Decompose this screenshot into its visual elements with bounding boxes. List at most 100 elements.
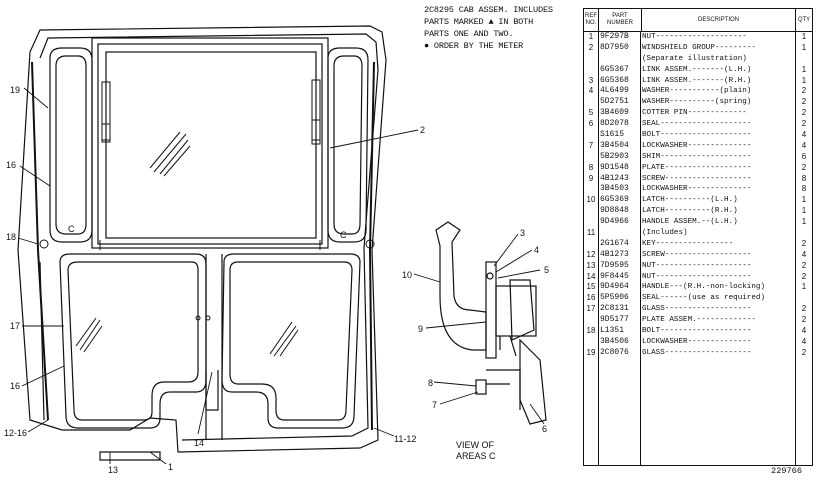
description-cell: SCREW------------------- bbox=[642, 174, 752, 183]
ref-no-cell bbox=[584, 97, 598, 108]
callout-16-lower: 16 bbox=[10, 381, 20, 391]
part-number-cell: 2C8076 bbox=[600, 347, 629, 357]
part-number-cell: 4B1243 bbox=[600, 173, 629, 183]
callout-c-right: C bbox=[340, 230, 347, 240]
table-row: 11 (Includes) bbox=[584, 228, 812, 239]
leader-lines bbox=[17, 87, 419, 465]
qty-cell: 1 bbox=[801, 75, 807, 85]
callout-c-left: C bbox=[68, 224, 75, 234]
ref-no-cell: 18 bbox=[586, 326, 596, 336]
qty-cell: 1 bbox=[801, 64, 807, 74]
description-cell: BOLT-------------------- bbox=[642, 327, 752, 336]
qty-cell: 1 bbox=[801, 32, 807, 41]
part-number-cell: 9D4964 bbox=[600, 282, 629, 292]
column-divider bbox=[640, 31, 641, 465]
description-cell: SCREW------------------- bbox=[642, 250, 752, 259]
document-number: 229766 bbox=[771, 466, 802, 476]
qty-cell: 1 bbox=[801, 206, 807, 216]
part-number-cell: 8D2078 bbox=[600, 119, 629, 129]
qty-cell: 2 bbox=[801, 271, 807, 281]
part-number-cell: 6G5367 bbox=[600, 64, 629, 74]
ref-no-cell: 5 bbox=[588, 108, 594, 118]
part-number-cell: 4B1273 bbox=[600, 249, 629, 259]
qty-cell: 2 bbox=[801, 119, 807, 129]
qty-cell: 2 bbox=[801, 315, 807, 325]
qty-cell: 2 bbox=[801, 347, 807, 357]
qty-cell: 4 bbox=[801, 336, 807, 346]
description-cell: GLASS------------------- bbox=[642, 305, 752, 314]
part-number-cell: 3B4504 bbox=[600, 140, 629, 150]
ref-no-cell: 19 bbox=[586, 347, 596, 357]
hinge-details bbox=[39, 79, 375, 321]
note-line: ● ORDER BY THE METER bbox=[424, 41, 524, 51]
description-cell: LOCKWASHER-------------- bbox=[642, 337, 752, 346]
part-number-cell: 5D2751 bbox=[600, 97, 629, 107]
part-number-cell: 8D7950 bbox=[600, 42, 629, 52]
ref-no-cell bbox=[584, 239, 598, 250]
qty-cell: 2 bbox=[801, 238, 807, 248]
part-number-cell: 9F297B bbox=[600, 32, 629, 41]
detail-view-c bbox=[435, 221, 547, 425]
qty-cell: 4 bbox=[801, 130, 807, 140]
description-cell: HANDLE ASSEM.--(L.H.) bbox=[642, 218, 738, 227]
ref-no-cell: 14 bbox=[586, 271, 596, 281]
qty-cell bbox=[796, 293, 812, 304]
col-qty: QTY bbox=[797, 16, 811, 23]
part-number-cell: L1351 bbox=[600, 326, 625, 336]
ref-no-cell bbox=[584, 65, 598, 76]
callout-16-upper: 16 bbox=[6, 160, 16, 170]
table-row: (Separate illustration) bbox=[584, 54, 812, 65]
callout-17: 17 bbox=[10, 321, 20, 331]
description-cell: WINDSHIELD GROUP--------- bbox=[642, 43, 756, 52]
callout-9: 9 bbox=[418, 324, 423, 334]
ref-no-cell: 7 bbox=[588, 140, 594, 150]
description-cell: NUT--------------------- bbox=[642, 261, 752, 270]
part-number-cell: 6G5368 bbox=[600, 75, 629, 85]
ref-no-cell: 6 bbox=[588, 119, 594, 129]
column-divider bbox=[795, 31, 796, 465]
description-cell: GLASS------------------- bbox=[642, 348, 752, 357]
callout-8: 8 bbox=[428, 378, 433, 388]
description-cell: LATCH----------(L.H.) bbox=[642, 196, 738, 205]
ref-no-cell bbox=[584, 152, 598, 163]
glass-highlights bbox=[75, 131, 299, 357]
description-cell: NUT--------------------- bbox=[642, 272, 752, 281]
qty-cell: 2 bbox=[801, 108, 807, 118]
description-cell: (Includes) bbox=[642, 229, 688, 238]
ref-no-cell: 17 bbox=[586, 304, 596, 314]
ref-no-cell bbox=[584, 206, 598, 217]
qty-cell: 1 bbox=[801, 217, 807, 227]
callout-2: 2 bbox=[420, 125, 425, 135]
part-number-cell: 5P5906 bbox=[600, 293, 629, 303]
part-number-cell: 3B4503 bbox=[600, 184, 629, 194]
view-areas-c-label: VIEW OF AREAS C bbox=[456, 440, 496, 462]
ref-no-cell bbox=[584, 315, 598, 326]
qty-cell: 4 bbox=[801, 249, 807, 259]
col-ref-no: REF NO. bbox=[584, 9, 599, 31]
description-cell: PLATE------------------- bbox=[642, 163, 752, 172]
ref-no-cell: 1 bbox=[588, 32, 594, 41]
qty-cell bbox=[796, 228, 812, 239]
description-cell: LOCKWASHER-------------- bbox=[642, 141, 752, 150]
part-number-cell: 3B4506 bbox=[600, 336, 629, 346]
callout-7: 7 bbox=[432, 400, 437, 410]
callout-12-16: 12-16 bbox=[4, 428, 27, 438]
qty-cell: 2 bbox=[801, 304, 807, 314]
part-number-cell: 2C8131 bbox=[600, 304, 629, 314]
